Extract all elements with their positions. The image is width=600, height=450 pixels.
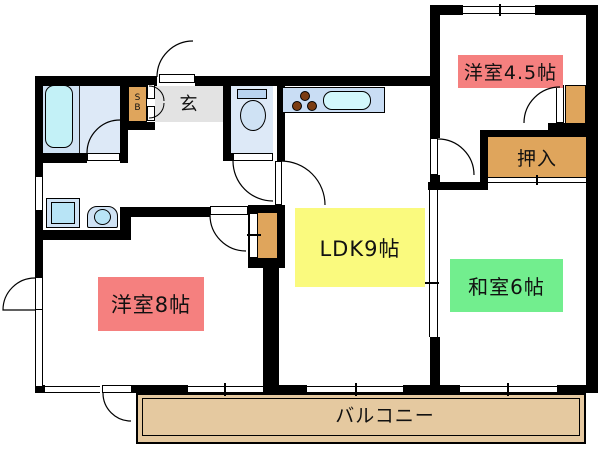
wall-segment — [120, 207, 131, 240]
door-leaf — [233, 153, 273, 161]
wall-segment — [263, 268, 279, 393]
wall-segment — [430, 5, 463, 15]
wall-segment — [548, 123, 586, 131]
wall-segment — [120, 76, 128, 163]
washbasin-bowl — [94, 209, 111, 225]
closet-label-oshiire: 押入 — [516, 147, 557, 170]
balcony-inner-border — [142, 398, 580, 436]
wall-segment — [132, 385, 188, 393]
wall-segment — [557, 385, 598, 393]
room-label-washitsu: 和室6帖 — [450, 259, 563, 312]
door-leaf — [35, 277, 43, 310]
window-tick — [499, 4, 501, 16]
room-label-ldk: LDK9帖 — [295, 208, 425, 287]
ldk-door-arc — [280, 160, 326, 206]
balcony-label: バルコニー — [335, 404, 435, 427]
hall-closet-interior — [258, 213, 277, 258]
door-leaf — [147, 84, 155, 99]
room-label-western-8: 洋室8帖 — [98, 277, 204, 331]
wall-segment — [480, 130, 586, 137]
wall-segment — [35, 230, 131, 240]
window-tick — [536, 175, 538, 185]
balcony-area — [136, 393, 586, 444]
door-leaf — [210, 206, 248, 215]
window — [429, 190, 438, 337]
wall-segment — [128, 122, 155, 130]
bedroom8-side-door-arc — [2, 277, 36, 311]
door-leaf — [102, 385, 132, 393]
bedroom8-door-arc — [209, 214, 247, 252]
entrance-label: 玄 — [179, 94, 199, 115]
bathroom-dry-area — [80, 86, 120, 153]
wall-segment — [35, 76, 43, 177]
wall-segment — [480, 130, 488, 183]
wall-segment — [35, 76, 157, 86]
wall-segment — [535, 5, 598, 15]
wall-segment — [35, 385, 45, 393]
washing-machine-drum — [51, 202, 75, 224]
wall-segment — [263, 385, 307, 393]
wall-segment — [127, 207, 210, 217]
window-tick — [247, 234, 261, 236]
door-leaf — [87, 153, 120, 161]
window-tick — [425, 282, 439, 284]
oshiire-closet-area — [488, 137, 586, 177]
window-tick — [224, 383, 226, 396]
wall-segment — [403, 385, 460, 393]
wall-segment — [122, 153, 128, 163]
entrance-door-arc — [156, 40, 194, 78]
door-leaf — [275, 161, 282, 205]
stove-burner-icon — [300, 91, 310, 101]
toilet-door-arc — [232, 160, 274, 202]
stove-burner-icon — [292, 101, 302, 111]
bathtub-icon — [45, 85, 73, 148]
window — [35, 177, 43, 210]
wall-segment — [223, 153, 233, 161]
wall-segment — [35, 153, 87, 163]
shoe-box: S B — [128, 86, 147, 122]
toilet-tank-icon — [237, 89, 267, 99]
window — [35, 310, 43, 386]
kitchen-sink-icon — [323, 91, 371, 110]
wall-segment — [430, 337, 440, 393]
stove-burner-icon — [307, 101, 317, 111]
wall-segment — [35, 210, 43, 277]
door-leaf — [556, 85, 564, 123]
door-leaf — [159, 74, 195, 83]
wall-segment — [430, 15, 440, 138]
door-leaf — [147, 106, 155, 121]
wall-segment — [277, 76, 285, 161]
shoe-box-label-b: B — [134, 103, 141, 113]
bedroom45-door-arc — [437, 138, 475, 176]
wall-segment — [586, 5, 598, 393]
window — [45, 386, 100, 393]
room-label-western-4-5: 洋室4.5帖 — [458, 55, 563, 88]
toilet-bowl-icon — [240, 100, 266, 131]
wall-segment — [428, 182, 488, 190]
wall-segment — [195, 76, 440, 86]
wall-segment — [223, 76, 231, 161]
shoe-box-label-s: S — [134, 93, 141, 104]
genkan-area — [155, 86, 223, 122]
bedroom45-closet-door-arc — [523, 86, 561, 124]
door-leaf — [430, 138, 438, 175]
balcony-door-arc — [102, 392, 132, 422]
window-tick — [355, 383, 357, 396]
window-tick — [507, 383, 509, 396]
